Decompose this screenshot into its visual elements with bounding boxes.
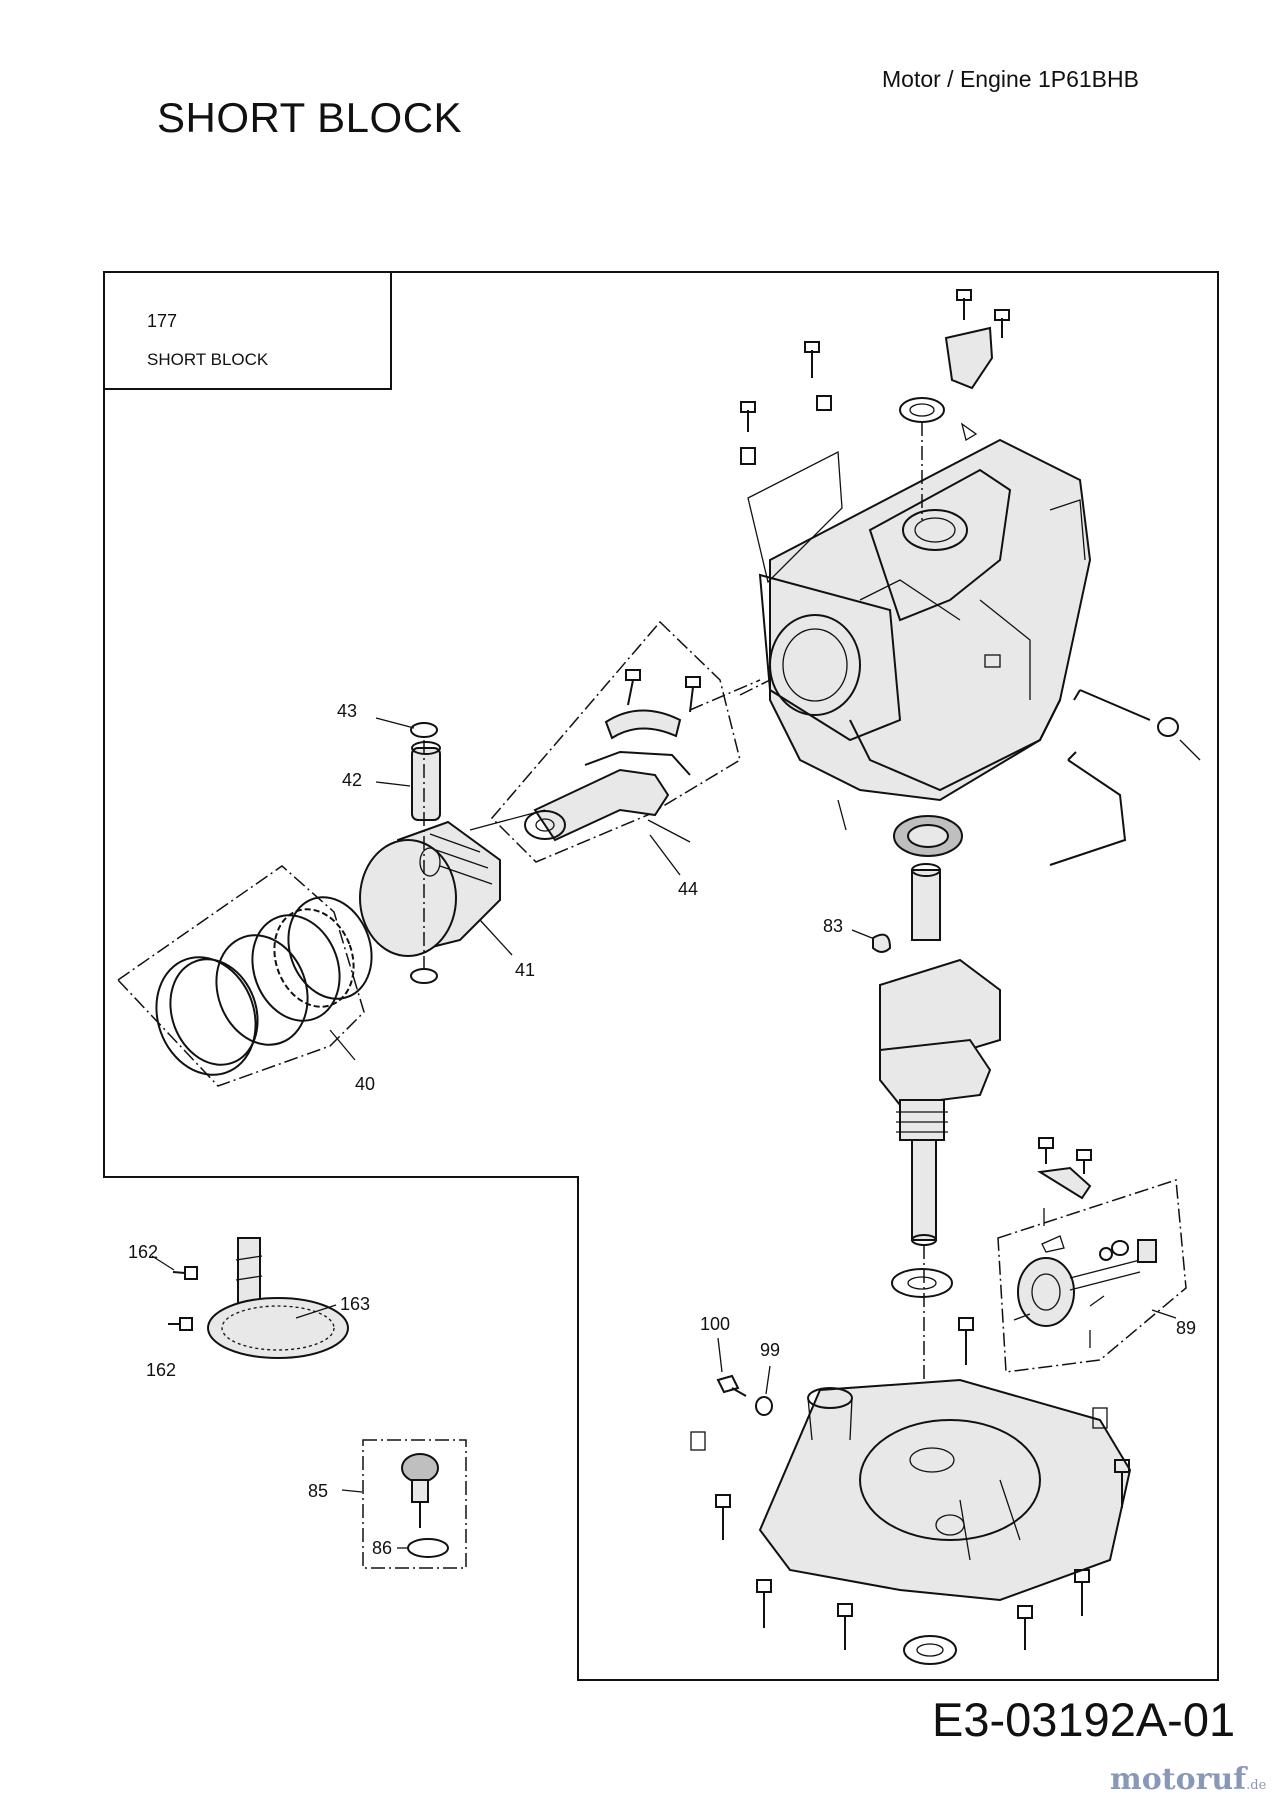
callout-99: 99 (760, 1340, 780, 1360)
governor-small-parts (1013, 1208, 1105, 1348)
leader-40 (329, 1029, 356, 1061)
conrod-group-outline (490, 620, 741, 863)
leader-89 (1151, 1309, 1177, 1319)
governor-group-outline (997, 1178, 1187, 1373)
document-code: E3-03192A-01 (932, 1693, 1236, 1746)
title-box-number: 177 (147, 311, 177, 331)
camshaft (207, 1237, 349, 1359)
leader-85 (341, 1489, 363, 1493)
governor-plate (1037, 1166, 1092, 1200)
piston (359, 820, 501, 957)
piston-rings (155, 896, 373, 1076)
cover-bolts (715, 1317, 1130, 1650)
callout-162-top: 162 (128, 1242, 158, 1262)
callout-86: 86 (372, 1538, 392, 1558)
ring-set-outline (116, 865, 365, 1087)
leader-44 (649, 834, 681, 876)
governor-gear (1017, 1239, 1157, 1327)
leader-42 (375, 781, 411, 787)
governor-bracket (944, 326, 994, 390)
callout-163: 163 (340, 1294, 370, 1314)
thrust-washer (891, 1268, 953, 1298)
crankcase-cover (758, 1378, 1132, 1602)
engine-model-label: Motor / Engine 1P61BHB (882, 66, 1139, 92)
breather-gasket (747, 450, 843, 584)
watermark-tld: .de (1246, 1778, 1267, 1793)
rod-cap (604, 709, 682, 740)
oil-cap-group-outline (362, 1439, 467, 1569)
main-bearing (893, 815, 963, 857)
rod-bolts (625, 669, 701, 713)
callout-41: 41 (515, 960, 535, 980)
circlip (410, 722, 438, 984)
title-box-name: SHORT BLOCK (147, 350, 269, 369)
diagram-frame (103, 271, 1219, 1681)
leader-100 (717, 1337, 723, 1373)
callout-100: 100 (700, 1314, 730, 1334)
leader-43 (375, 717, 415, 729)
cam-pins (168, 1266, 198, 1331)
crankshaft (879, 863, 1001, 1246)
governor-bolts (1038, 1137, 1092, 1174)
callout-40: 40 (355, 1074, 375, 1094)
woodruff-key (872, 933, 892, 953)
title-box (103, 271, 392, 390)
callout-89: 89 (1176, 1318, 1196, 1338)
piston-pin (411, 741, 441, 821)
leader-162a (151, 1255, 175, 1271)
drain-washer (755, 1396, 773, 1416)
cylinder-block (758, 438, 1092, 802)
watermark-logo: motoruf.de (1110, 1762, 1266, 1797)
leader-163 (295, 1304, 337, 1319)
governor-shaft (1049, 689, 1179, 866)
callout-162-bottom: 162 (146, 1360, 176, 1380)
callout-42: 42 (342, 770, 362, 790)
oil-cap-o-ring (407, 1538, 449, 1558)
watermark-brand: motoruf (1110, 1762, 1247, 1797)
clip (837, 422, 1201, 831)
page-title: SHORT BLOCK (157, 94, 463, 141)
callout-43: 43 (337, 701, 357, 721)
oil-filler-cap (401, 1453, 439, 1528)
callout-85: 85 (308, 1481, 328, 1501)
drain-bolt (716, 1374, 747, 1397)
dowel-pins (690, 1407, 1108, 1451)
block-bolts (740, 289, 1010, 465)
leader-99 (765, 1365, 771, 1395)
callout-83: 83 (823, 916, 843, 936)
leader-41 (479, 919, 513, 956)
connecting-rod (524, 750, 691, 842)
callout-44: 44 (678, 879, 698, 899)
oil-seal-top (899, 397, 945, 423)
oil-seal-bottom (903, 1635, 957, 1665)
leader-83 (851, 929, 873, 939)
